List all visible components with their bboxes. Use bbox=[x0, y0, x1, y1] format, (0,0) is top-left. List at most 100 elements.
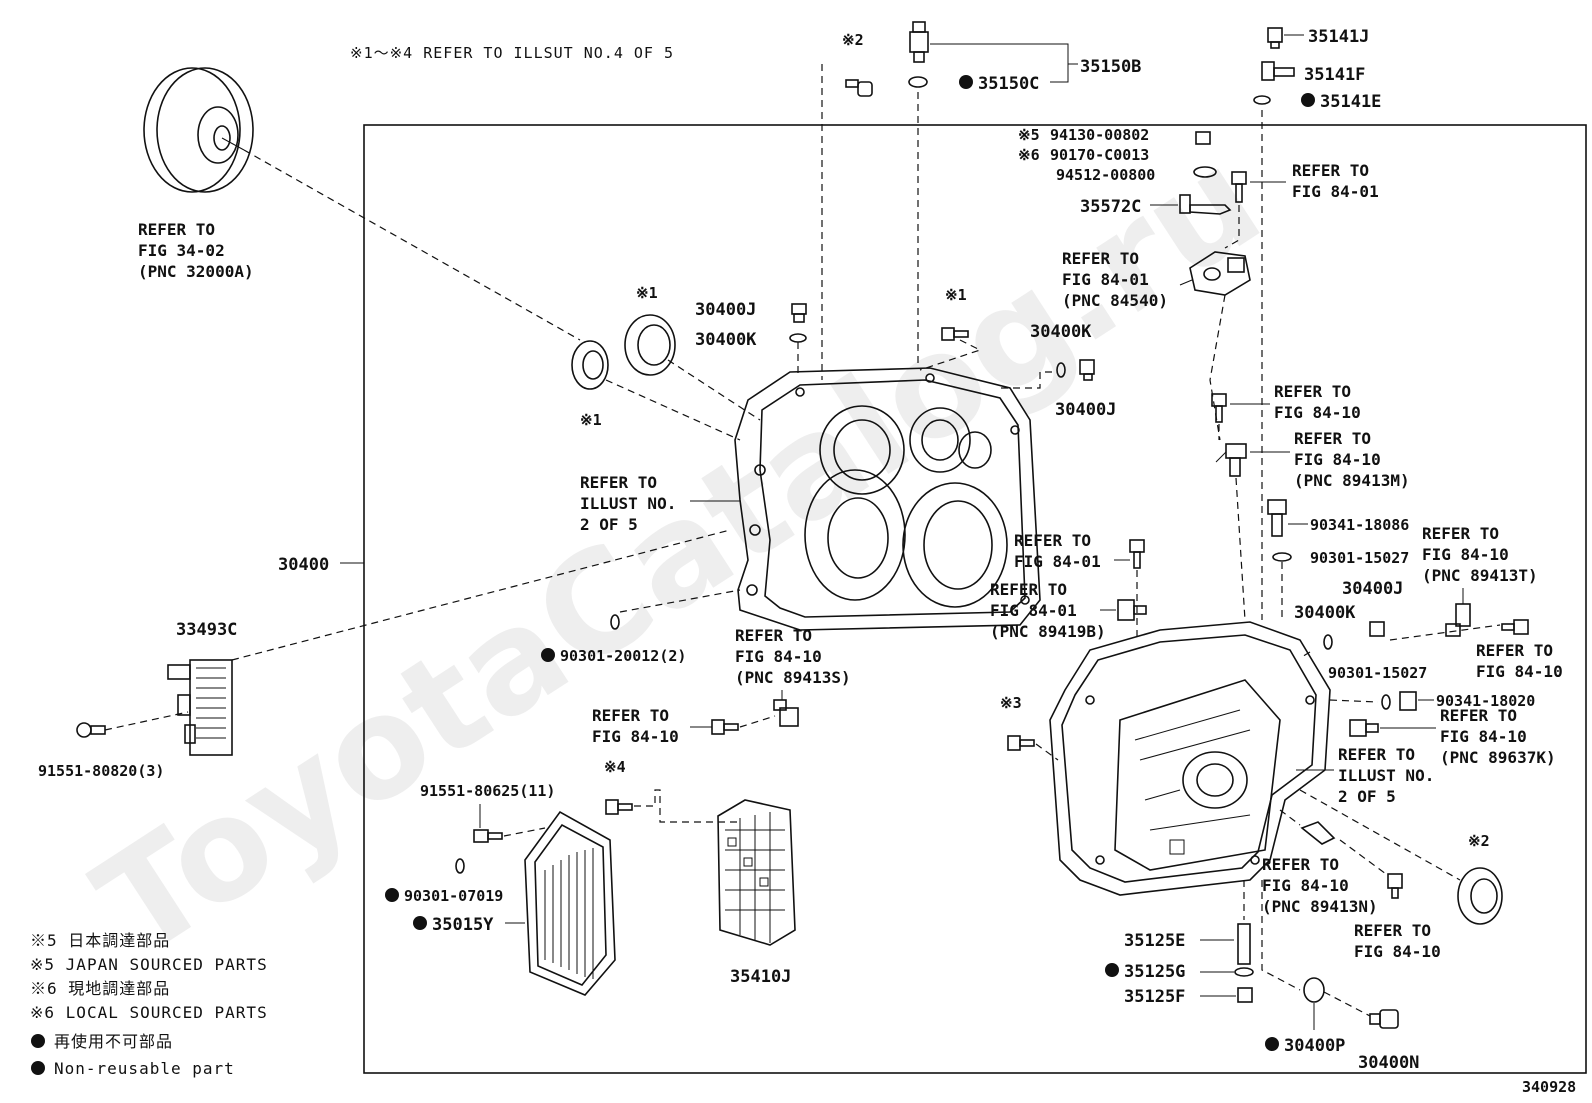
label-91551-80820[interactable]: 91551-80820(3) bbox=[38, 762, 164, 780]
label-90301-15027-b[interactable]: 90301-15027 bbox=[1328, 664, 1427, 682]
bolt-fig8410-d[interactable] bbox=[1501, 619, 1529, 635]
ref-8410-b-1[interactable]: REFER TO bbox=[592, 706, 669, 725]
label-35125G[interactable]: 35125G bbox=[1124, 962, 1185, 982]
transaxle-housing[interactable] bbox=[734, 367, 1041, 631]
ref-illust-b-3[interactable]: 2 OF 5 bbox=[1338, 787, 1396, 806]
neutral-start-switch[interactable] bbox=[1189, 251, 1251, 296]
ref-8410-e-2[interactable]: FIG 84-10 bbox=[1354, 942, 1441, 961]
ref-illust-a-1[interactable]: REFER TO bbox=[580, 473, 657, 492]
label-30400K-c[interactable]: 30400K bbox=[1294, 603, 1356, 623]
speed-sensor-89413N[interactable] bbox=[1300, 821, 1336, 845]
ref-89413N-1[interactable]: REFER TO bbox=[1262, 855, 1339, 874]
washer-94512[interactable] bbox=[1193, 166, 1217, 178]
ref-89413T-1[interactable]: REFER TO bbox=[1422, 524, 1499, 543]
ref-8401-mid-1[interactable]: REFER TO bbox=[1014, 531, 1091, 550]
ref-89413M-2[interactable]: FIG 84-10 bbox=[1294, 450, 1381, 469]
plug-35125F[interactable] bbox=[1237, 987, 1253, 1003]
bolt-m4[interactable] bbox=[605, 799, 633, 815]
label-90301-15027-a[interactable]: 90301-15027 bbox=[1310, 549, 1409, 567]
ref-89413S-2[interactable]: FIG 84-10 bbox=[735, 647, 822, 666]
label-35150C[interactable]: 35150C bbox=[978, 74, 1039, 94]
ref-89413N-2[interactable]: FIG 84-10 bbox=[1262, 876, 1349, 895]
plug-35141J[interactable] bbox=[1267, 27, 1283, 49]
ref-84540-2[interactable]: FIG 84-01 bbox=[1062, 270, 1149, 289]
oil-seal-large[interactable] bbox=[624, 314, 676, 376]
label-30400[interactable]: 30400 bbox=[278, 555, 329, 575]
sensor-89637K[interactable] bbox=[1349, 719, 1379, 737]
oring-90301-20012[interactable] bbox=[610, 614, 620, 630]
label-30400P[interactable]: 30400P bbox=[1284, 1036, 1345, 1056]
gasket-30400P[interactable] bbox=[1303, 977, 1325, 1003]
ref-89637K-1[interactable]: REFER TO bbox=[1440, 706, 1517, 725]
ref-8401-top-2[interactable]: FIG 84-01 bbox=[1292, 182, 1379, 201]
label-30400J-a[interactable]: 30400J bbox=[695, 300, 756, 320]
ref-89419B-2[interactable]: FIG 84-01 bbox=[990, 601, 1077, 620]
ref-89413S-1[interactable]: REFER TO bbox=[735, 626, 812, 645]
bolt-fig8410-e[interactable] bbox=[1387, 873, 1403, 899]
label-94130-00802[interactable]: 94130-00802 bbox=[1050, 126, 1149, 144]
bolt-91551-80820[interactable] bbox=[76, 722, 106, 738]
plug-90341-18086[interactable] bbox=[1267, 499, 1287, 537]
ref-89419B-1[interactable]: REFER TO bbox=[990, 580, 1067, 599]
oil-cooler[interactable] bbox=[167, 659, 233, 756]
oil-seal-m2[interactable] bbox=[1457, 867, 1503, 925]
label-35141E[interactable]: 35141E bbox=[1320, 92, 1381, 112]
oring-35125G[interactable] bbox=[1234, 967, 1254, 977]
bolt-m2-top[interactable] bbox=[845, 79, 873, 97]
label-35125F[interactable]: 35125F bbox=[1124, 987, 1185, 1007]
sensor-35150B[interactable] bbox=[909, 21, 929, 63]
ref-illust-b-1[interactable]: REFER TO bbox=[1338, 745, 1415, 764]
union-35141F[interactable] bbox=[1261, 61, 1295, 81]
label-90341-18020[interactable]: 90341-18020 bbox=[1436, 692, 1535, 710]
sensor-89419B[interactable] bbox=[1117, 599, 1147, 621]
ref-torque-2[interactable]: FIG 34-02 bbox=[138, 241, 225, 260]
plug-30400J-b[interactable] bbox=[1079, 359, 1095, 381]
label-30400N[interactable]: 30400N bbox=[1358, 1053, 1419, 1073]
speed-sensor-89413S[interactable] bbox=[773, 699, 799, 727]
label-94512-00800[interactable]: 94512-00800 bbox=[1056, 166, 1155, 184]
ref-illust-a-3[interactable]: 2 OF 5 bbox=[580, 515, 638, 534]
pin-35125E[interactable] bbox=[1237, 923, 1251, 965]
speed-sensor-89413T[interactable] bbox=[1445, 603, 1471, 637]
ref-8410-d-2[interactable]: FIG 84-10 bbox=[1476, 662, 1563, 681]
ref-84540-3[interactable]: (PNC 84540) bbox=[1062, 291, 1168, 310]
oil-seal-small[interactable] bbox=[571, 340, 609, 390]
plug-30400J-c[interactable] bbox=[1369, 621, 1385, 637]
ref-89413S-3[interactable]: (PNC 89413S) bbox=[735, 668, 851, 687]
ref-illust-b-2[interactable]: ILLUST NO. bbox=[1338, 766, 1434, 785]
bolt-fig8410-b[interactable] bbox=[711, 719, 739, 735]
label-35410J[interactable]: 35410J bbox=[730, 967, 791, 987]
ref-8401-top-1[interactable]: REFER TO bbox=[1292, 161, 1369, 180]
ref-torque-1[interactable]: REFER TO bbox=[138, 220, 215, 239]
bolt-fig8401-mid[interactable] bbox=[1129, 539, 1145, 569]
lever-35572C[interactable] bbox=[1179, 194, 1232, 215]
oil-pan-35015Y[interactable] bbox=[524, 810, 616, 996]
gasket-35141E[interactable] bbox=[1253, 95, 1271, 105]
bolt-91551-80625[interactable] bbox=[473, 829, 503, 843]
ref-89413M-1[interactable]: REFER TO bbox=[1294, 429, 1371, 448]
ref-illust-a-2[interactable]: ILLUST NO. bbox=[580, 494, 676, 513]
valve-body-35410J[interactable] bbox=[717, 799, 796, 946]
gasket-90301-15027-b[interactable] bbox=[1381, 694, 1391, 710]
gasket-90301-07019[interactable] bbox=[455, 858, 465, 874]
ref-8410-e-1[interactable]: REFER TO bbox=[1354, 921, 1431, 940]
ref-8410-c-1[interactable]: REFER TO bbox=[1274, 382, 1351, 401]
gasket-30400K-b[interactable] bbox=[1056, 362, 1066, 378]
ref-8410-d-1[interactable]: REFER TO bbox=[1476, 641, 1553, 660]
bolt-fig8410-c[interactable] bbox=[1211, 393, 1227, 423]
gasket-90301-15027-a[interactable] bbox=[1272, 552, 1292, 562]
ref-8410-b-2[interactable]: FIG 84-10 bbox=[592, 727, 679, 746]
label-30400K-a[interactable]: 30400K bbox=[695, 330, 757, 350]
label-35141F[interactable]: 35141F bbox=[1304, 65, 1365, 85]
label-30400J-b[interactable]: 30400J bbox=[1055, 400, 1116, 420]
label-91551-80625[interactable]: 91551-80625(11) bbox=[420, 782, 555, 800]
ref-8410-c-2[interactable]: FIG 84-10 bbox=[1274, 403, 1361, 422]
label-90341-18086[interactable]: 90341-18086 bbox=[1310, 516, 1409, 534]
transaxle-case[interactable] bbox=[1049, 621, 1331, 896]
ref-89637K-2[interactable]: FIG 84-10 bbox=[1440, 727, 1527, 746]
ref-89413N-3[interactable]: (PNC 89413N) bbox=[1262, 897, 1378, 916]
ref-89413M-3[interactable]: (PNC 89413M) bbox=[1294, 471, 1410, 490]
ref-84540-1[interactable]: REFER TO bbox=[1062, 249, 1139, 268]
bolt-m1[interactable] bbox=[941, 327, 969, 341]
label-35150B[interactable]: 35150B bbox=[1080, 57, 1141, 77]
